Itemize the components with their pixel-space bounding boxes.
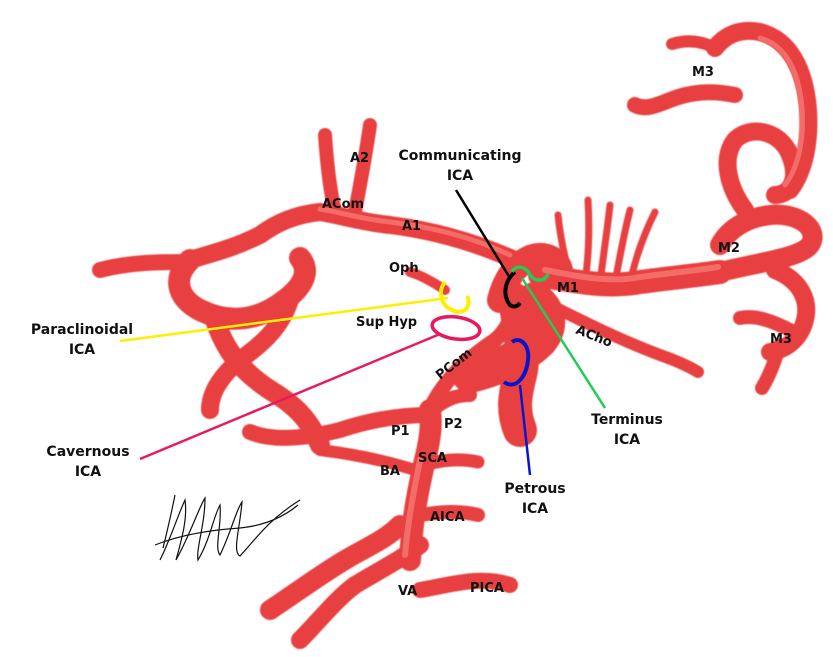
label-p1: P1: [391, 424, 410, 439]
label-communicating-line2: ICA: [447, 168, 473, 184]
label-petrous-line1: Petrous: [504, 481, 565, 497]
label-m3-top: M3: [692, 65, 714, 80]
label-m1: M1: [557, 281, 579, 296]
label-paraclinoidal-line2: ICA: [69, 342, 95, 358]
m2-loop-upper: [728, 132, 794, 210]
label-sca: SCA: [418, 451, 447, 466]
label-a1: A1: [402, 219, 421, 234]
anterior-choroidal-artery: [540, 300, 698, 372]
label-aica: AICA: [430, 510, 465, 525]
signature: [155, 495, 300, 560]
label-acom: ACom: [322, 197, 364, 212]
left-mca-stub: [100, 262, 190, 270]
m3-inferior-branch: [740, 317, 790, 330]
label-va: VA: [398, 584, 417, 599]
label-terminus-line2: ICA: [614, 432, 640, 448]
label-terminus-line1: Terminus: [591, 412, 663, 428]
m3-top-stub: [672, 41, 715, 48]
label-m2: M2: [718, 241, 740, 256]
ba-left-branch: [320, 450, 415, 470]
label-ba: BA: [380, 464, 400, 479]
label-cavernous-line1: Cavernous: [46, 444, 129, 460]
label-communicating-line1: Communicating: [398, 148, 521, 164]
vessel-tree: [100, 31, 813, 640]
label-p2: P2: [444, 417, 463, 432]
lenticulostriate-2: [600, 205, 610, 283]
lenticulostriate-1: [585, 200, 589, 283]
label-petrous-line2: ICA: [522, 501, 548, 517]
m3-superior-branch: [635, 92, 735, 107]
label-oph: Oph: [389, 261, 419, 276]
label-m3-right: M3: [770, 332, 792, 347]
label-cavernous-line2: ICA: [75, 464, 101, 480]
label-a2: A2: [350, 151, 369, 166]
label-paraclinoidal-line1: Paraclinoidal: [31, 322, 133, 338]
cavernous-ica-marker: [431, 314, 482, 342]
label-sup-hyp: Sup Hyp: [356, 315, 417, 330]
label-pica: PICA: [470, 581, 504, 596]
